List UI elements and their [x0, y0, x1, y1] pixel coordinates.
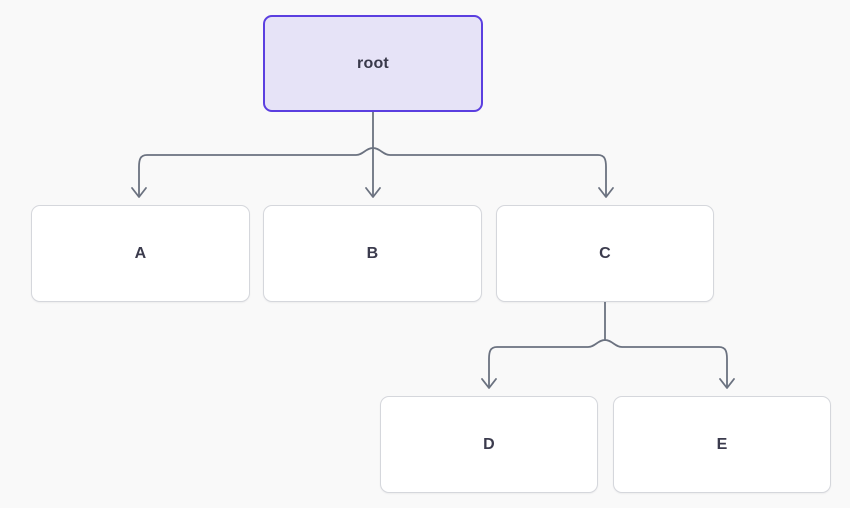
arrowhead-d	[481, 378, 497, 389]
edge-root-to-c	[372, 147, 607, 197]
node-a-label: A	[134, 244, 147, 262]
edge-c-to-d	[488, 339, 606, 388]
node-root-label: root	[357, 54, 389, 72]
node-e[interactable]: E	[613, 396, 831, 493]
node-e-label: E	[716, 435, 728, 453]
node-d[interactable]: D	[380, 396, 598, 493]
edge-c-to-e	[604, 339, 728, 388]
node-c[interactable]: C	[496, 205, 714, 302]
node-b[interactable]: B	[263, 205, 482, 302]
node-d-label: D	[483, 435, 495, 453]
edge-root-to-a	[138, 147, 374, 197]
node-a[interactable]: A	[31, 205, 250, 302]
node-root[interactable]: root	[263, 15, 483, 112]
arrowhead-b	[365, 187, 381, 198]
arrowhead-c	[598, 187, 614, 198]
arrowhead-a	[131, 187, 147, 198]
node-c-label: C	[599, 244, 611, 262]
arrowhead-e	[719, 378, 735, 389]
node-b-label: B	[366, 244, 379, 262]
